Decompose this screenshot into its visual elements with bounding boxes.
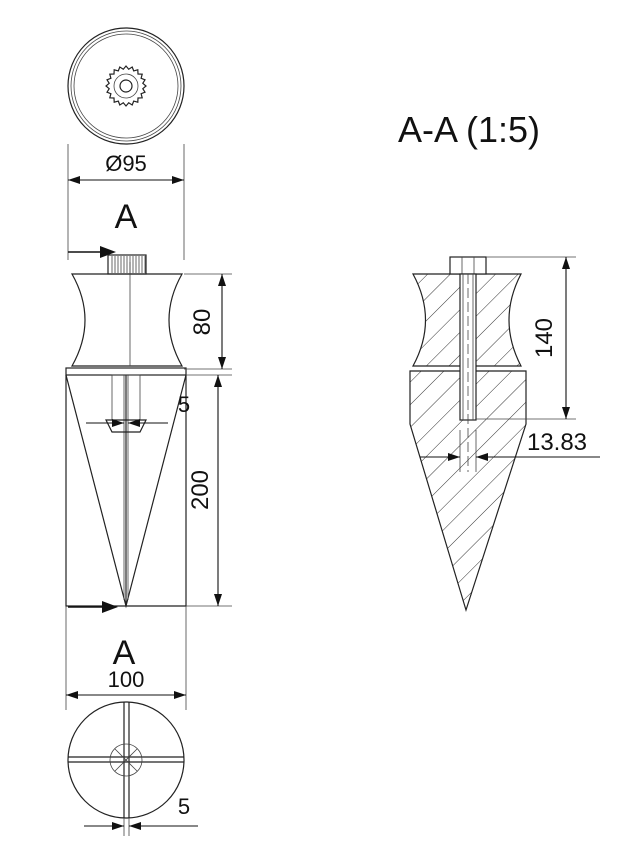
section-view <box>409 256 527 613</box>
spike-length-dimension: 200 <box>186 374 232 607</box>
section-letter-bottom: A <box>113 634 136 672</box>
bore-label: 13.83 <box>527 429 587 456</box>
head-height-dimension: 80 <box>184 273 232 370</box>
section-mark-bottom: A <box>68 601 136 672</box>
diameter-label: Ø95 <box>105 151 147 176</box>
width-label: 100 <box>108 667 145 692</box>
bottom-slot-label: 5 <box>178 794 190 819</box>
top-view <box>67 27 185 145</box>
front-view <box>65 254 187 609</box>
section-mark-top: A <box>68 198 138 258</box>
spike-length-label: 200 <box>187 470 214 510</box>
bolt-head <box>449 256 487 275</box>
bottom-view <box>67 701 185 819</box>
spool-head <box>70 273 184 367</box>
slot-width-label: 5 <box>178 392 190 417</box>
bore-dimension: 13.83 <box>420 429 600 472</box>
width-dimension: 100 <box>65 606 187 710</box>
section-letter-top: A <box>115 198 138 236</box>
head-height-label: 80 <box>189 309 216 336</box>
knurled-nut-top <box>105 65 147 107</box>
section-body <box>409 370 527 613</box>
nut-knurling <box>111 256 146 273</box>
section-height-dimension: 140 <box>476 256 576 420</box>
section-height-label: 140 <box>531 318 558 358</box>
slot-width-dimension: 5 <box>86 392 190 427</box>
bottom-slot-dimension: 5 <box>84 794 198 836</box>
diameter-dimension: Ø95 <box>67 144 185 260</box>
section-title: A-A (1:5) <box>398 109 540 150</box>
